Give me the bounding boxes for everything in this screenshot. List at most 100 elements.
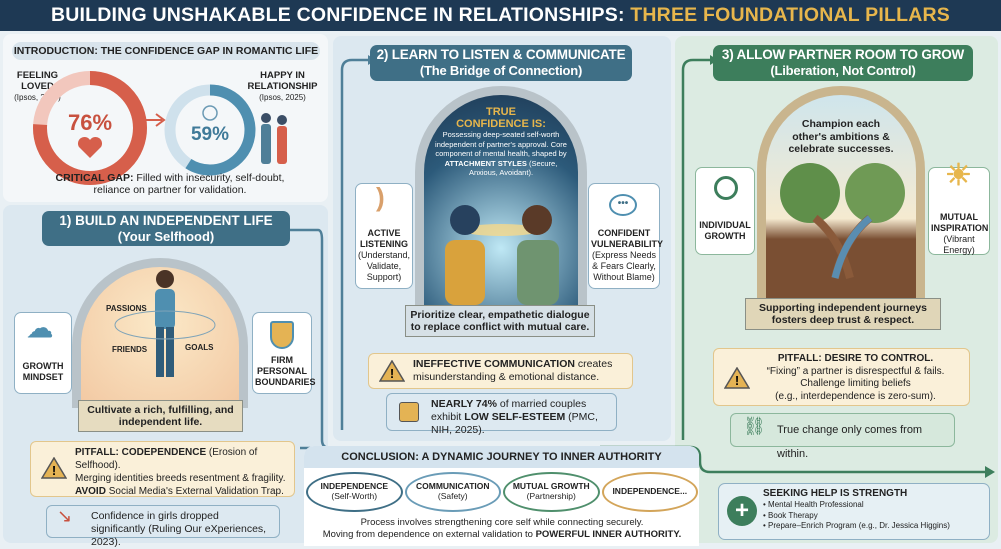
gap-bold: CRITICAL GAP:: [55, 172, 134, 184]
conclusion-cycle: INDEPENDENCE(Self-Worth) COMMUNICATION(S…: [306, 472, 698, 512]
cycle-sub: (Partnership): [526, 491, 576, 501]
gap-text: Filled with insecurity, self-doubt, reli…: [93, 172, 285, 196]
happy-label: HAPPY IN RELATIONSHIP(Ipsos, 2025): [245, 70, 320, 103]
pitfall1-bold: PITFALL: CODEPENDENCE: [75, 447, 207, 458]
help-item-text: Book Therapy: [768, 510, 818, 520]
cycle-sub: (Safety): [437, 491, 468, 501]
help-item-text: Mental Health Professional: [768, 500, 864, 509]
pillar3-pitfall: ! PITFALL: DESIRE TO CONTROL.“Fixing” a …: [713, 348, 970, 406]
attachment-styles: ATTACHMENT STYLES: [444, 158, 527, 168]
pillar1-subtitle: (Your Selfhood): [117, 229, 215, 244]
stat2-bold2: LOW SELF-ESTEEM: [464, 411, 566, 423]
pitfall3-line2: “Fixing” a partner is disrespectful & fa…: [766, 365, 945, 377]
pillar1-stat-text: Confidence in girls dropped significantl…: [91, 510, 267, 548]
happy-value: 59%: [191, 124, 229, 145]
conclusion-bold: POWERFUL INNER AUTHORITY.: [535, 529, 682, 540]
pitfall3-bold: PITFALL: DESIRE TO CONTROL.: [777, 353, 934, 364]
title-accent: THREE FOUNDATIONAL PILLARS: [630, 4, 951, 26]
mutual-inspiration-sub: (Vibrant Energy): [943, 234, 975, 255]
pillar3-title: 3) ALLOW PARTNER ROOM TO GROW: [721, 47, 965, 62]
conclusion-line1: Process involves strengthening core self…: [360, 517, 644, 528]
warning-icon: !: [379, 360, 405, 382]
orbit-friends: FRIENDS: [112, 345, 148, 354]
conclusion-line2: Moving from dependence on external valid…: [322, 529, 536, 540]
individual-growth-label: INDIVIDUAL GROWTH: [699, 220, 751, 241]
pillar2-pitfall: ! INEFFECTIVE COMMUNICATION creates misu…: [368, 353, 633, 389]
help-item: • Prepare–Enrich Program (e.g., Dr. Jess…: [763, 521, 950, 530]
warning-icon: !: [41, 457, 67, 479]
svg-text:!: !: [390, 366, 394, 381]
loved-donut: 76%: [33, 71, 147, 185]
stat2-text1: of married couples exhibit: [431, 398, 587, 423]
pitfall1-line2: Merging identities breeds resentment & f…: [75, 473, 286, 484]
magnifier-leaf-icon: [714, 176, 738, 200]
seeking-help-box: + SEEKING HELP IS STRENGTH • Mental Heal…: [718, 483, 990, 540]
mutual-inspiration-box: ☀ MUTUAL INSPIRATION(Vibrant Energy): [928, 159, 990, 255]
active-listening-box: )ACTIVE LISTENING(Understand, Validate, …: [355, 183, 413, 289]
cycle-independence-repeat: INDEPENDENCE...: [601, 472, 698, 512]
smiley-icon: [202, 105, 218, 121]
avoid-bold: AVOID: [75, 486, 106, 497]
pitfall2-text: creates misunderstanding & emotional dis…: [413, 358, 613, 383]
cycle-label: INDEPENDENCE...: [612, 486, 688, 496]
happy-donut: 59%: [164, 84, 256, 176]
avoid-text: Social Media's External Validation Trap.: [105, 486, 284, 497]
true-confidence-text: Possessing deep-seated self-worth indepe…: [435, 130, 567, 158]
medical-cross-icon: +: [727, 496, 757, 526]
svg-text:!: !: [52, 463, 56, 478]
woman-figure-icon: [114, 270, 216, 377]
intertwined-trees-icon: [780, 163, 905, 279]
conclusion-text: Process involves strengthening core self…: [306, 517, 698, 541]
speech-bubble-icon: •••: [609, 194, 637, 216]
pillar1-pedestal: Cultivate a rich, fulfilling, and indepe…: [78, 400, 243, 432]
cycle-communication: COMMUNICATION(Safety): [404, 472, 501, 512]
pillar2-header: 2) LEARN TO LISTEN & COMMUNICATE(The Bri…: [370, 45, 632, 81]
pillar2-subtitle: (The Bridge of Connection): [419, 63, 583, 78]
warning-icon: !: [724, 367, 750, 389]
help-item-text: Prepare–Enrich Program (e.g., Dr. Jessic…: [768, 521, 950, 530]
pillar3-subtitle: (Liberation, Not Control): [770, 63, 916, 78]
active-listening-sub: (Understand, Validate, Support): [358, 250, 411, 282]
pitfall2-bold: INEFFECTIVE COMMUNICATION: [413, 358, 575, 370]
true-confidence-heading: TRUE CONFIDENCE IS:: [456, 106, 546, 130]
sun-icon: ☀: [945, 159, 972, 192]
individual-growth-box: INDIVIDUAL GROWTH: [695, 167, 755, 255]
svg-text:!: !: [735, 373, 739, 388]
true-confidence: TRUE CONFIDENCE IS: Possessing deep-seat…: [430, 106, 572, 178]
conclusion-heading: CONCLUSION: A DYNAMIC JOURNEY TO INNER A…: [304, 446, 699, 468]
couple-illustration: [445, 205, 559, 305]
heart-icon: [77, 136, 103, 158]
loved-source: (Ipsos, 2025): [14, 93, 61, 102]
boundaries-box: FIRM PERSONAL BOUNDARIES: [252, 312, 316, 394]
growth-mindset-label: GROWTH MINDSET: [22, 361, 64, 382]
pillar1-stat: ↘Confidence in girls dropped significant…: [46, 505, 280, 548]
broken-chain-icon: ⛓: [743, 416, 766, 436]
growth-mindset-box: ☁GROWTH MINDSET: [14, 312, 72, 394]
orbit-passions: PASSIONS: [106, 304, 147, 313]
pillar3-arch-text: Champion each other's ambitions & celebr…: [788, 118, 894, 155]
vulnerability-sub: (Express Needs & Fears Clearly, Without …: [591, 250, 657, 282]
loved-value: 76%: [68, 110, 112, 135]
pillar3-pedestal: Supporting independent journeys fosters …: [745, 298, 941, 330]
pitfall3-line3: Challenge limiting beliefs: [800, 378, 911, 389]
boundaries-label: FIRM PERSONAL BOUNDARIES: [255, 355, 316, 387]
critical-gap: CRITICAL GAP: Filled with insecurity, se…: [50, 172, 290, 196]
vulnerability-box: •••CONFIDENT VULNERABILITY(Express Needs…: [588, 183, 663, 289]
pillar3-stat-text: True change only comes from within.: [777, 424, 923, 460]
happy-source: (Ipsos, 2025): [259, 93, 306, 102]
help-item: • Book Therapy: [763, 510, 818, 520]
stat2-bold1: NEARLY 74%: [431, 398, 497, 410]
help-heading: SEEKING HELP IS STRENGTH: [763, 488, 908, 499]
pillar2-stat: NEARLY 74% of married couples exhibit LO…: [386, 393, 617, 436]
pillar1-title: 1) BUILD AN INDEPENDENT LIFE: [59, 213, 273, 228]
gap-arrow-icon: [140, 113, 166, 127]
loved-label: FEELING LOVED(Ipsos, 2025): [10, 70, 65, 103]
cycle-label: MUTUAL GROWTH: [512, 481, 590, 491]
orbit-goals: GOALS: [185, 343, 214, 352]
cycle-label: INDEPENDENCE: [320, 481, 389, 491]
pillar1-header: 1) BUILD AN INDEPENDENT LIFE(Your Selfho…: [42, 211, 290, 246]
cycle-sub: (Self-Worth): [331, 491, 378, 501]
active-listening-label: ACTIVE LISTENING: [359, 228, 408, 249]
mutual-inspiration-label: MUTUAL INSPIRATION: [931, 212, 989, 233]
shield-icon: [270, 321, 294, 349]
